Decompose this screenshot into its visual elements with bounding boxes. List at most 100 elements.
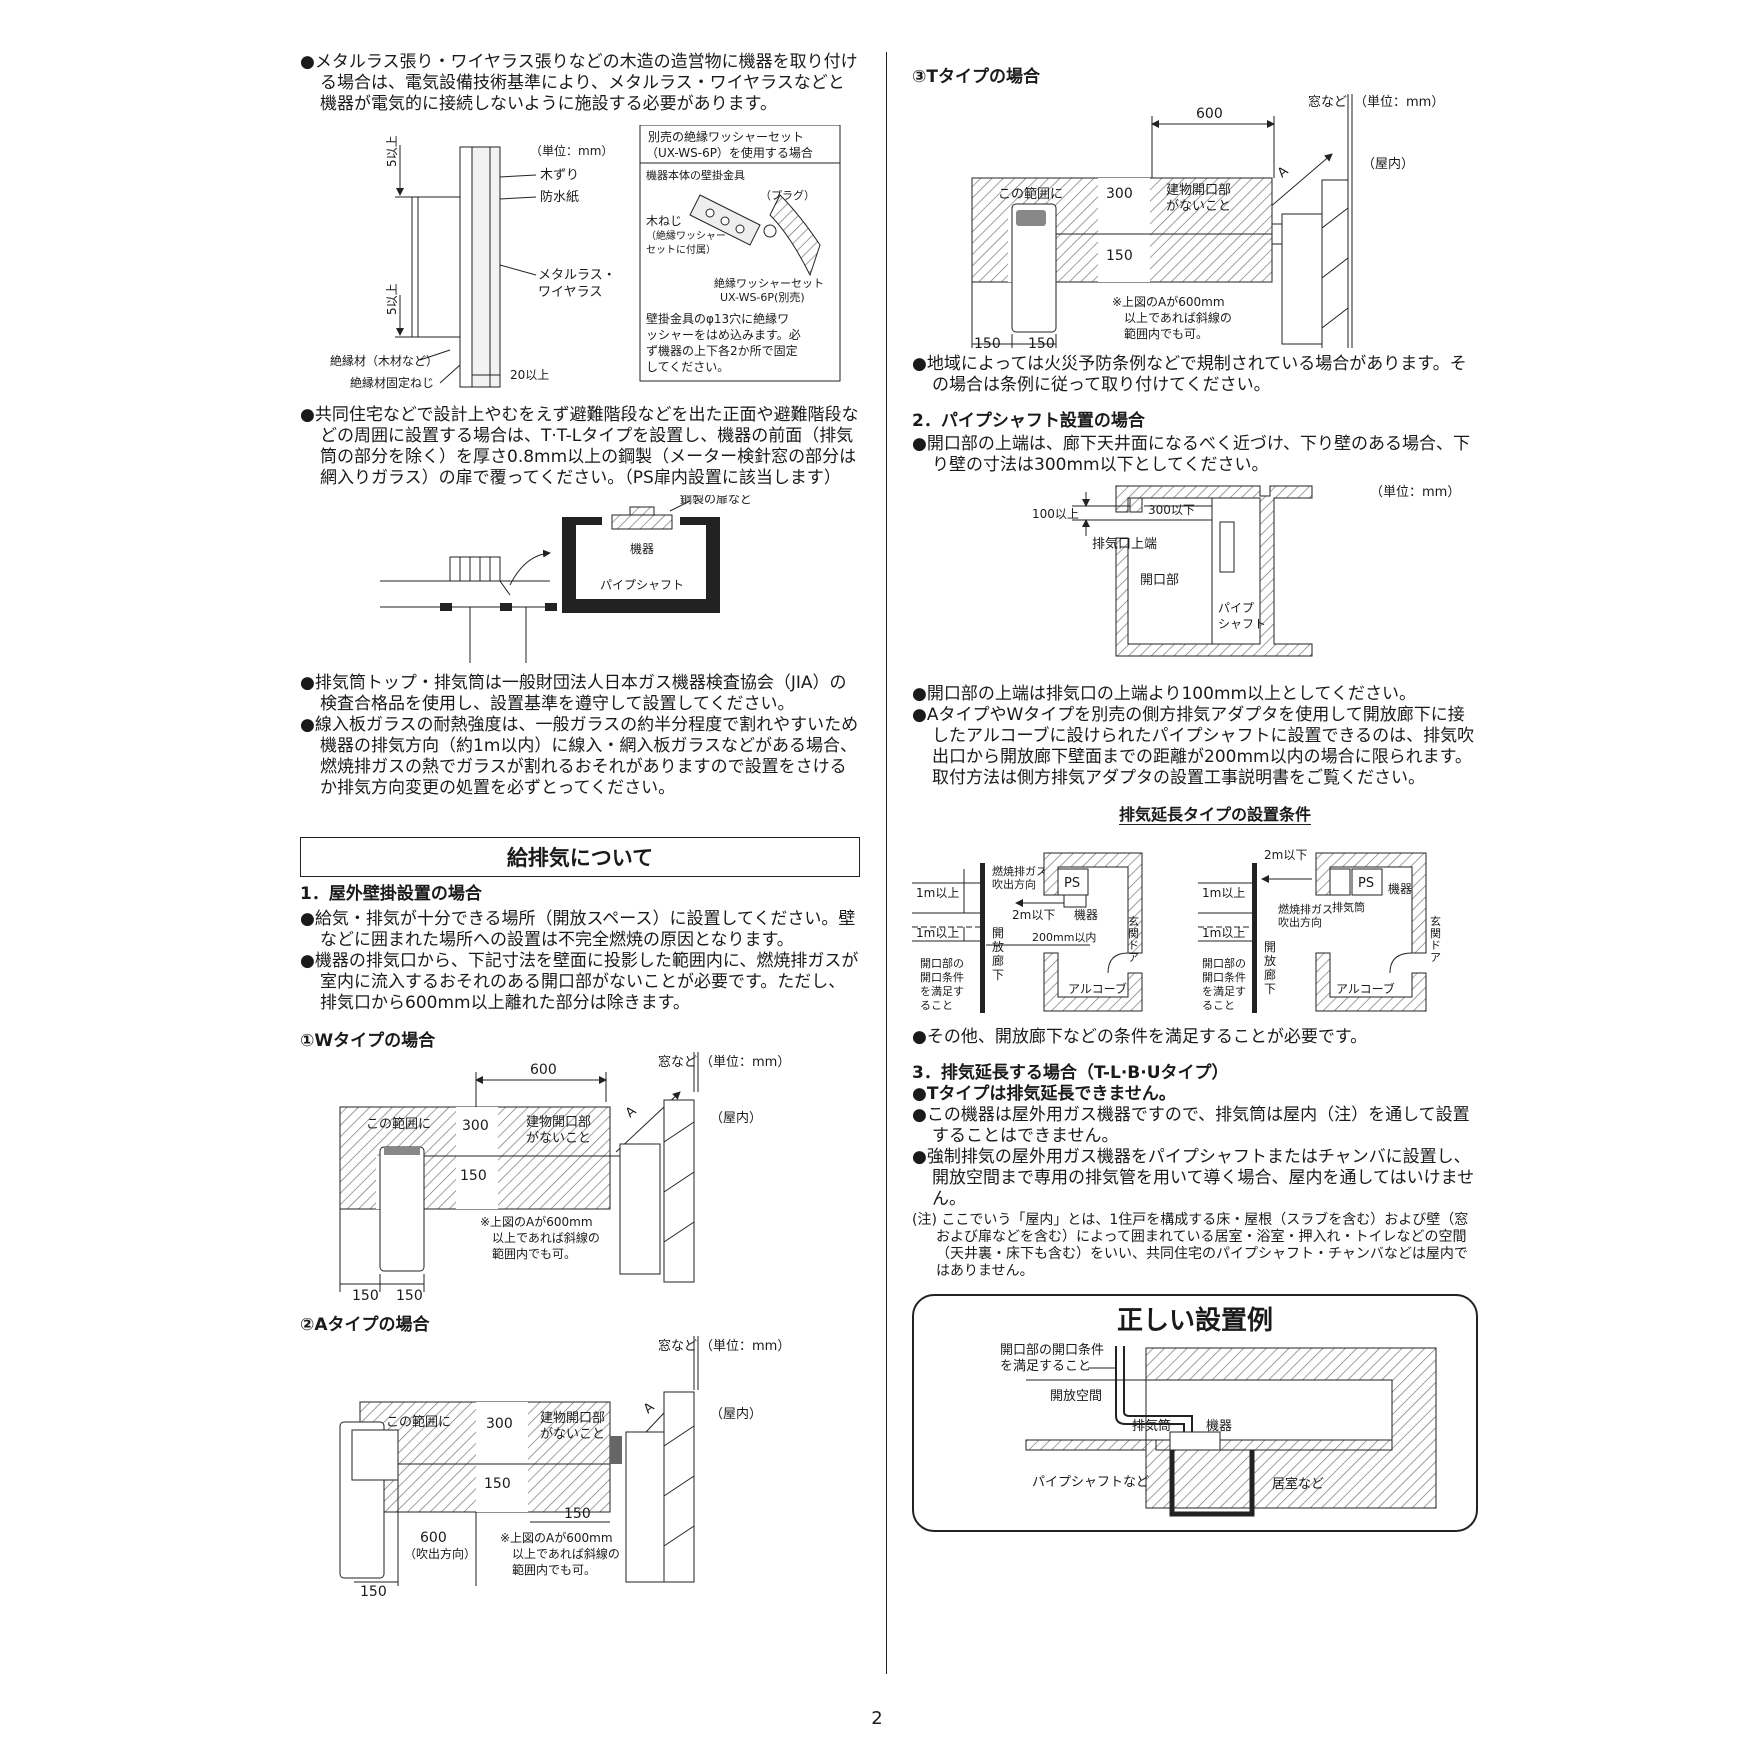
a-dim-150-b: 150 bbox=[564, 1506, 591, 1522]
bullet-jia: ●排気筒トップ・排気筒は一般財団法人日本ガス機器検査協会（JIA）の検査合格品を… bbox=[300, 673, 847, 714]
extension-title-text: 排気延長タイプの設置条件 bbox=[1118, 805, 1311, 825]
ext-right-door-2: 関 bbox=[1430, 927, 1441, 940]
ext-left-door-4: ア bbox=[1128, 951, 1139, 964]
left-column: ●メタルラス張り・ワイヤラス張りなどの木造の造営物に機器を取り付ける場合は、電気… bbox=[300, 52, 860, 1598]
bullet-fire-code: ●地域によっては火災予防条例などで規制されている場合があります。その場合は条例に… bbox=[912, 354, 1467, 395]
ps-shaft: シャフト bbox=[1218, 617, 1266, 631]
column-divider bbox=[886, 52, 887, 1674]
correct-open-space: 開放空間 bbox=[1050, 1389, 1102, 1404]
bullet-100mm: ●開口部の上端は排気口の上端より100mm以上としてください。 bbox=[912, 684, 1417, 704]
figure-a-type: 窓など （単位：mm） （屋内） A この範囲に 300 建物開口部 がないこと… bbox=[300, 1336, 860, 1598]
correct-cond-2: を満足すること bbox=[1000, 1359, 1091, 1374]
ext-left-cond-4: ること bbox=[920, 999, 953, 1012]
dim-20: 20以上 bbox=[510, 368, 549, 382]
ext-left-cond-3: を満足す bbox=[920, 985, 964, 998]
t-dim-600: 600 bbox=[1196, 106, 1223, 122]
t-note-1: ※上図のAが600mm bbox=[1112, 294, 1225, 309]
label-wood-screw-2: （絶縁ワッシャー bbox=[646, 229, 726, 242]
t-opening-1: 建物開口部 bbox=[1166, 183, 1231, 198]
t-range: この範囲に bbox=[998, 187, 1063, 202]
t-dim-300: 300 bbox=[1106, 186, 1133, 202]
ext-left-door-2: 関 bbox=[1128, 927, 1139, 940]
w-opening-1: 建物開口部 bbox=[526, 1115, 591, 1130]
ext-left-door-1: 玄 bbox=[1128, 914, 1139, 928]
ext-left-door-3: ド bbox=[1128, 939, 1139, 952]
t-bottom-150-b: 150 bbox=[1028, 336, 1055, 348]
bullet-exhaust-opening: ●機器の排気口から、下記寸法を壁面に投影した範囲内に、燃焼排ガスが室内に流入する… bbox=[300, 951, 859, 1013]
ext-right-pipe: 排気筒 bbox=[1332, 900, 1365, 914]
t-indoor: （屋内） bbox=[1362, 156, 1414, 172]
a-unit: （単位：mm） bbox=[700, 1338, 790, 1354]
ps-exhaust-top: 排気口上端 bbox=[1092, 536, 1157, 552]
a-dim-600: 600 bbox=[420, 1530, 447, 1546]
box-heading-2: （UX-WS-6P）を使用する場合 bbox=[646, 145, 813, 160]
heading-t-type: ③Tタイプの場合 bbox=[912, 67, 1040, 87]
a-opening-1: 建物開口部 bbox=[540, 1411, 605, 1426]
ext-left-2m: 2m以下 bbox=[1012, 908, 1055, 922]
w-note-1: ※上図のAが600mm bbox=[480, 1214, 593, 1229]
a-blow-direction: （吹出方向） bbox=[404, 1546, 476, 1561]
t-window: 窓など bbox=[1308, 94, 1347, 110]
correct-device: 機器 bbox=[1206, 1419, 1232, 1434]
fig1-unit: （単位：mm） bbox=[530, 143, 613, 158]
figure-w-type: 窓など （単位：mm） 600 （屋内） A この範囲に 300 建物開口部 が… bbox=[300, 1052, 860, 1302]
ext-right-corr-3: 廊 bbox=[1264, 967, 1276, 982]
a-indoor: （屋内） bbox=[710, 1406, 762, 1422]
w-dim-300: 300 bbox=[462, 1118, 489, 1134]
correct-pipe: 排気筒 bbox=[1132, 1418, 1171, 1434]
bullet-other-conditions: ●その他、開放廊下などの条件を満足することが必要です。 bbox=[912, 1027, 1368, 1047]
w-range: この範囲に bbox=[366, 1117, 431, 1132]
ps-opening: 開口部 bbox=[1140, 573, 1179, 588]
box-note-4: してください。 bbox=[646, 360, 729, 374]
correct-cond-1: 開口部の開口条件 bbox=[1000, 1342, 1104, 1358]
label-pipe-shaft: パイプシャフト bbox=[600, 578, 684, 592]
ps-unit: （単位：mm） bbox=[1370, 484, 1460, 500]
bullet-outdoor-appliance: ●この機器は屋外用ガス機器ですので、排気筒は屋内（注）を通して設置することはでき… bbox=[912, 1105, 1470, 1146]
t-bottom-150-a: 150 bbox=[974, 336, 1001, 348]
w-label-a: A bbox=[623, 1104, 640, 1121]
ext-left-cond-2: 開口条件 bbox=[920, 970, 964, 984]
a-note-1: ※上図のAが600mm bbox=[500, 1530, 613, 1545]
figure-metal-lath: 5以上 5以上 （単位：mm） 木ずり 防水紙 メタルラス・ ワイヤラス 絶縁材… bbox=[300, 125, 860, 395]
ext-right-cond-1: 開口部の bbox=[1202, 956, 1246, 970]
label-metal-lath: メタルラス・ bbox=[538, 268, 616, 283]
note-indoor-definition: (注) ここでいう「屋内」とは、1住戸を構成する床・屋根（スラブを含む）および壁… bbox=[912, 1212, 1469, 1279]
a-label-a: A bbox=[641, 1400, 658, 1417]
correct-installation-title: 正しい設置例 bbox=[1116, 1306, 1273, 1336]
label-plug: （プラグ） bbox=[760, 188, 815, 202]
ps-dim-100: 100以上 bbox=[1032, 507, 1079, 521]
w-window: 窓など bbox=[658, 1054, 697, 1070]
correct-installation-box: 正しい設置例 開口部の開口条件 を満足すること 開放空間 排気筒 機器 パイプシ… bbox=[912, 1294, 1478, 1532]
bullet-open-space: ●給気・排気が十分できる場所（開放スペース）に設置してください。壁などに囲まれた… bbox=[300, 909, 856, 950]
heading-w-type: ①Wタイプの場合 bbox=[300, 1031, 436, 1051]
ext-right-cond-4: ること bbox=[1202, 999, 1235, 1012]
w-opening-2: がないこと bbox=[526, 1131, 591, 1146]
ext-left-device: 機器 bbox=[1074, 907, 1098, 922]
a-window: 窓など bbox=[658, 1338, 697, 1354]
figure-extension-conditions: 1m以上 1m以上 燃焼排ガス 吹出方向 PS 機器 2m以下 200mm以内 … bbox=[912, 833, 1478, 1013]
figure-steel-door: 鋼製の扉など 機器 パイプシャフト bbox=[300, 495, 860, 665]
ext-left-ps: PS bbox=[1064, 876, 1080, 891]
a-opening-2: がないこと bbox=[540, 1427, 605, 1442]
t-dim-150: 150 bbox=[1106, 248, 1133, 264]
ext-right-1m-a: 1m以上 bbox=[1202, 886, 1245, 900]
correct-room: 居室など bbox=[1272, 1476, 1324, 1492]
ext-right-corr-1: 開 bbox=[1264, 940, 1276, 954]
label-insulator-screw: 絶縁材固定ねじ bbox=[350, 375, 434, 390]
ext-left-gas-1: 燃焼排ガス bbox=[992, 864, 1047, 878]
figure-pipe-shaft: （単位：mm） 100以上 300以下 排気口上端 開口部 パイプ シャフト bbox=[912, 476, 1478, 676]
w-note-2: 以上であれば斜線の bbox=[492, 1230, 600, 1245]
ext-left-gas-2: 吹出方向 bbox=[992, 877, 1036, 891]
ext-left-corr-4: 下 bbox=[992, 968, 1004, 982]
heading-a-type: ②Aタイプの場合 bbox=[300, 1315, 430, 1335]
w-bottom-150-a: 150 bbox=[352, 1288, 379, 1302]
bullet-forced-exhaust: ●強制排気の屋外用ガス機器をパイプシャフトまたはチャンバに設置し、開放空間まで専… bbox=[912, 1147, 1475, 1209]
box-heading-1: 別売の絶縁ワッシャーセット bbox=[648, 129, 804, 144]
t-note-2: 以上であれば斜線の bbox=[1124, 310, 1232, 325]
label-steel-door: 鋼製の扉など bbox=[680, 495, 752, 506]
w-note-3: 範囲内でも可。 bbox=[492, 1246, 576, 1261]
extension-conditions-title: 排気延長タイプの設置条件 bbox=[912, 801, 1478, 825]
box-subheading: 機器本体の壁掛金具 bbox=[646, 168, 745, 182]
a-dim-150: 150 bbox=[484, 1476, 511, 1492]
right-column: ③Tタイプの場合 窓など （単位：mm） 600 （屋内） A この範囲に 30… bbox=[912, 52, 1478, 1532]
